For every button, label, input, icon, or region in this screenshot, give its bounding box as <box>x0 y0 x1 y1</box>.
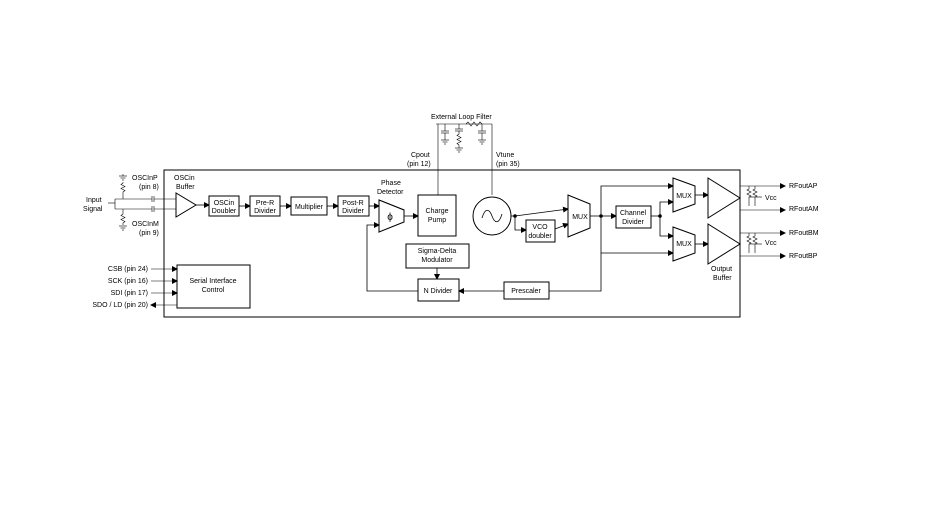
rfout-bp-label: RFoutBP <box>789 253 818 260</box>
mux-2 <box>672 177 696 213</box>
svg-text:Divider: Divider <box>622 219 644 226</box>
external-loop-filter: External Loop Filter <box>431 114 492 195</box>
charge-pump-block <box>417 194 457 237</box>
channel-divider-block <box>615 205 652 229</box>
vtune-pin: (pin 35) <box>496 161 520 168</box>
svg-text:Sigma-Delta: Sigma-Delta <box>418 248 457 255</box>
output-buffer-label-2: Buffer <box>713 275 732 282</box>
svg-text:Pre-R: Pre-R <box>256 200 274 207</box>
svg-text:doubler: doubler <box>528 233 552 240</box>
serial-interface-block <box>176 264 251 309</box>
svg-text:Control: Control <box>202 287 225 294</box>
input-signal-label-2: Signal <box>83 206 103 213</box>
vcc-b-label: Vcc <box>765 240 777 247</box>
vtune-label: Vtune <box>496 152 514 159</box>
output-buffer-b <box>707 223 741 265</box>
pin-sck: SCK (pin 16) <box>108 278 148 285</box>
svg-text:Pump: Pump <box>428 217 446 224</box>
svg-text:Serial Interface: Serial Interface <box>189 278 236 285</box>
svg-text:Channel: Channel <box>620 210 647 217</box>
svg-text:Divider: Divider <box>342 208 364 215</box>
cpout-label: Cpout <box>411 152 430 159</box>
vcc-a-label: Vcc <box>765 195 777 202</box>
rfout-ap-label: RFoutAP <box>789 183 818 190</box>
output-buffer-label-1: Output <box>711 266 732 273</box>
svg-text:Doubler: Doubler <box>212 208 237 215</box>
cpout-pin: (pin 12) <box>407 161 431 168</box>
rfout-bm-label: RFoutBM <box>789 230 819 237</box>
loop-filter-label: External Loop Filter <box>431 114 492 121</box>
svg-text:MUX: MUX <box>572 214 588 221</box>
osc-buffer-amp <box>175 192 197 218</box>
pin-sdo-ld: SDO / LD (pin 20) <box>92 302 148 309</box>
svg-text:MUX: MUX <box>676 193 692 200</box>
osc-buffer-label-1: OSCin <box>174 175 195 182</box>
prescaler-block <box>503 281 550 300</box>
vco-doubler-block <box>525 219 556 243</box>
mux-1 <box>567 194 591 238</box>
svg-text:N Divider: N Divider <box>424 288 453 295</box>
svg-text:OSCin: OSCin <box>214 200 235 207</box>
pin-sdi: SDI (pin 17) <box>111 290 148 297</box>
mux-3 <box>672 226 696 262</box>
svg-text:Charge: Charge <box>426 208 449 215</box>
sigma-delta-block <box>405 243 470 269</box>
svg-text:Prescaler: Prescaler <box>511 288 541 295</box>
osc-p-label: OSCInP <box>132 175 158 182</box>
svg-text:Post-R: Post-R <box>342 200 363 207</box>
input-signal-label-1: Input <box>86 197 102 204</box>
rfout-am-label: RFoutAM <box>789 206 819 213</box>
pin-csb: CSB (pin 24) <box>108 266 148 273</box>
osc-m-label: OSCInM <box>132 221 159 228</box>
phase-detector-label-2: Detector <box>377 189 404 196</box>
svg-text:Divider: Divider <box>254 208 276 215</box>
svg-text:MUX: MUX <box>676 241 692 248</box>
osc-p-pin: (pin 8) <box>139 184 159 191</box>
osc-m-pin: (pin 9) <box>139 230 159 237</box>
phase-detector-label-1: Phase <box>381 180 401 187</box>
output-buffer-a <box>707 177 741 219</box>
phase-symbol: ϕ <box>387 212 393 223</box>
osc-input <box>108 174 176 231</box>
svg-text:Modulator: Modulator <box>421 257 453 264</box>
svg-text:Multiplier: Multiplier <box>295 204 324 211</box>
osc-buffer-label-2: Buffer <box>176 184 195 191</box>
svg-text:VCO: VCO <box>532 224 548 231</box>
